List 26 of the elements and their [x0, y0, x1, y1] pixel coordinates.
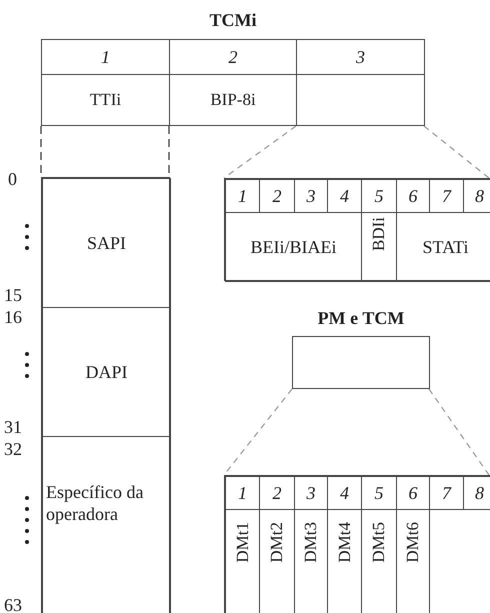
row-number: 32	[4, 440, 22, 458]
column-number: 3	[296, 39, 425, 75]
column-number: 8	[463, 476, 490, 510]
frame-column	[41, 177, 170, 613]
leader-line	[424, 126, 490, 178]
field-cell: DAPI	[42, 307, 171, 437]
column-number: 7	[429, 476, 464, 510]
table-title: TCMi	[208, 10, 258, 31]
field-cell: Específico da operadora	[42, 436, 171, 613]
row-number: 16	[4, 308, 22, 326]
section-title: PM e TCM	[316, 308, 406, 329]
row-number: 63	[4, 596, 22, 613]
leader-line	[224, 126, 296, 178]
row-number: 0	[8, 170, 17, 188]
column-number: 1	[225, 476, 260, 510]
field-cell: BEIi/BIAEi	[225, 212, 362, 282]
column-number: 1	[225, 179, 260, 213]
table-frame	[224, 475, 490, 613]
field-cell	[296, 74, 425, 126]
table-frame	[224, 178, 490, 281]
field-cell: TTIi	[41, 74, 170, 126]
row-number: 31	[4, 418, 22, 436]
row-number: 15	[4, 286, 22, 304]
field-cell: SAPI	[42, 178, 171, 308]
column-number: 1	[41, 39, 170, 75]
leader-line	[428, 388, 490, 476]
